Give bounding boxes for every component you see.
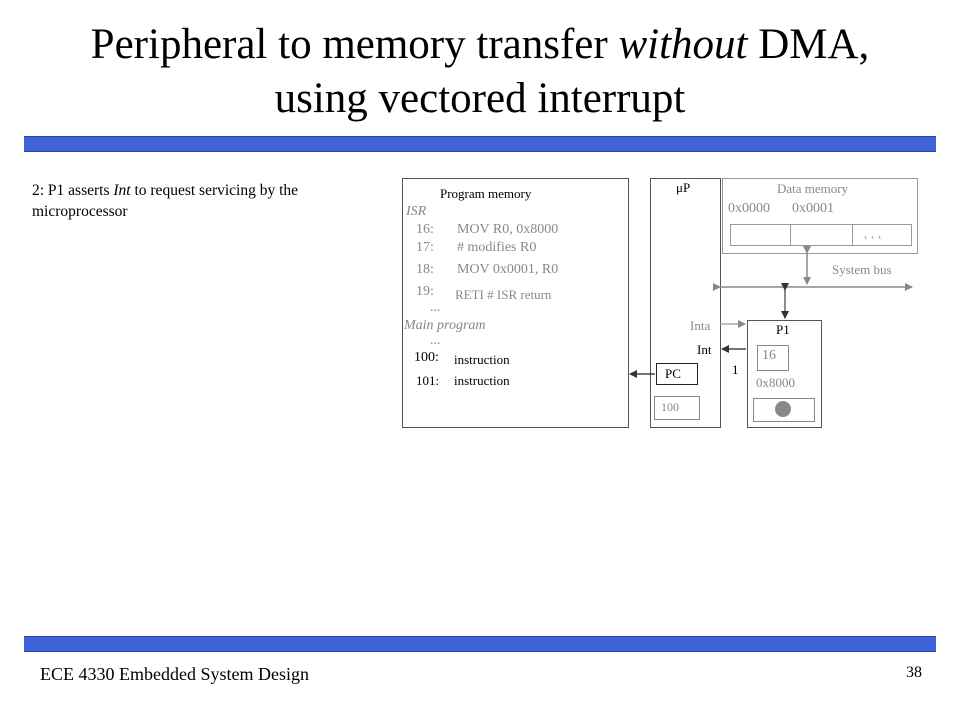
data-memory-cell-divider-1 (790, 225, 791, 245)
isr-instr-16: MOV R0, 0x8000 (457, 222, 559, 237)
system-bus-label: System bus (832, 262, 892, 277)
int-signal-value: 1 (732, 362, 739, 377)
microprocessor-label: μP (676, 180, 691, 195)
isr-label: ISR (406, 204, 427, 219)
data-memory-label: Data memory (777, 181, 849, 196)
pc-value: 100 (661, 400, 679, 414)
isr-addr-16: 16: (416, 222, 434, 237)
slide-title: Peripheral to memory transfer without DM… (90, 21, 870, 122)
bottom-divider-bar (24, 636, 936, 652)
pc-value-box: 100 (654, 396, 700, 420)
peripheral-p1-label: P1 (776, 322, 790, 337)
main-instr-100: instruction (454, 352, 510, 367)
page-number: 38 (906, 664, 922, 681)
pc-register: PC (656, 363, 698, 385)
main-program-label: Main program (404, 318, 486, 333)
data-memory-addr-1: 0x0001 (792, 201, 834, 216)
microprocessor-box (650, 178, 721, 428)
main-addr-100: 100: (414, 350, 439, 365)
data-memory-addr-0: 0x0000 (728, 201, 770, 216)
int-label: Int (697, 342, 712, 357)
isr-addr-19: 19: (416, 284, 434, 299)
footer-course-name: ECE 4330 Embedded System Design (40, 664, 309, 684)
isr-ellipsis: ... (430, 300, 441, 315)
isr-addr-17: 17: (416, 240, 434, 255)
isr-instr-17: # modifies R0 (457, 240, 537, 255)
isr-instr-19: RETI # ISR return (455, 287, 552, 302)
data-memory-ellipsis: ˛ ˛ ˛ (864, 225, 882, 239)
top-divider-bar (24, 136, 936, 152)
inta-label: Inta (690, 318, 711, 333)
main-ellipsis: ... (430, 333, 441, 348)
p1-address: 0x8000 (756, 375, 795, 390)
p1-data-indicator (775, 401, 791, 417)
data-memory-cells: ˛ ˛ ˛ (730, 224, 912, 246)
pc-label: PC (665, 366, 681, 381)
isr-addr-18: 18: (416, 262, 434, 277)
isr-instr-18: MOV 0x0001, R0 (457, 262, 559, 277)
data-memory-cell-divider-2 (852, 225, 853, 245)
program-memory-box (402, 178, 629, 428)
p1-register-box: 16 (757, 345, 789, 371)
main-addr-101: 101: (416, 373, 440, 388)
main-instr-101: instruction (454, 373, 510, 388)
step-description: 2: P1 asserts Int to request servicing b… (32, 182, 299, 220)
p1-register-value: 16 (762, 348, 776, 363)
program-memory-label: Program memory (440, 186, 532, 201)
